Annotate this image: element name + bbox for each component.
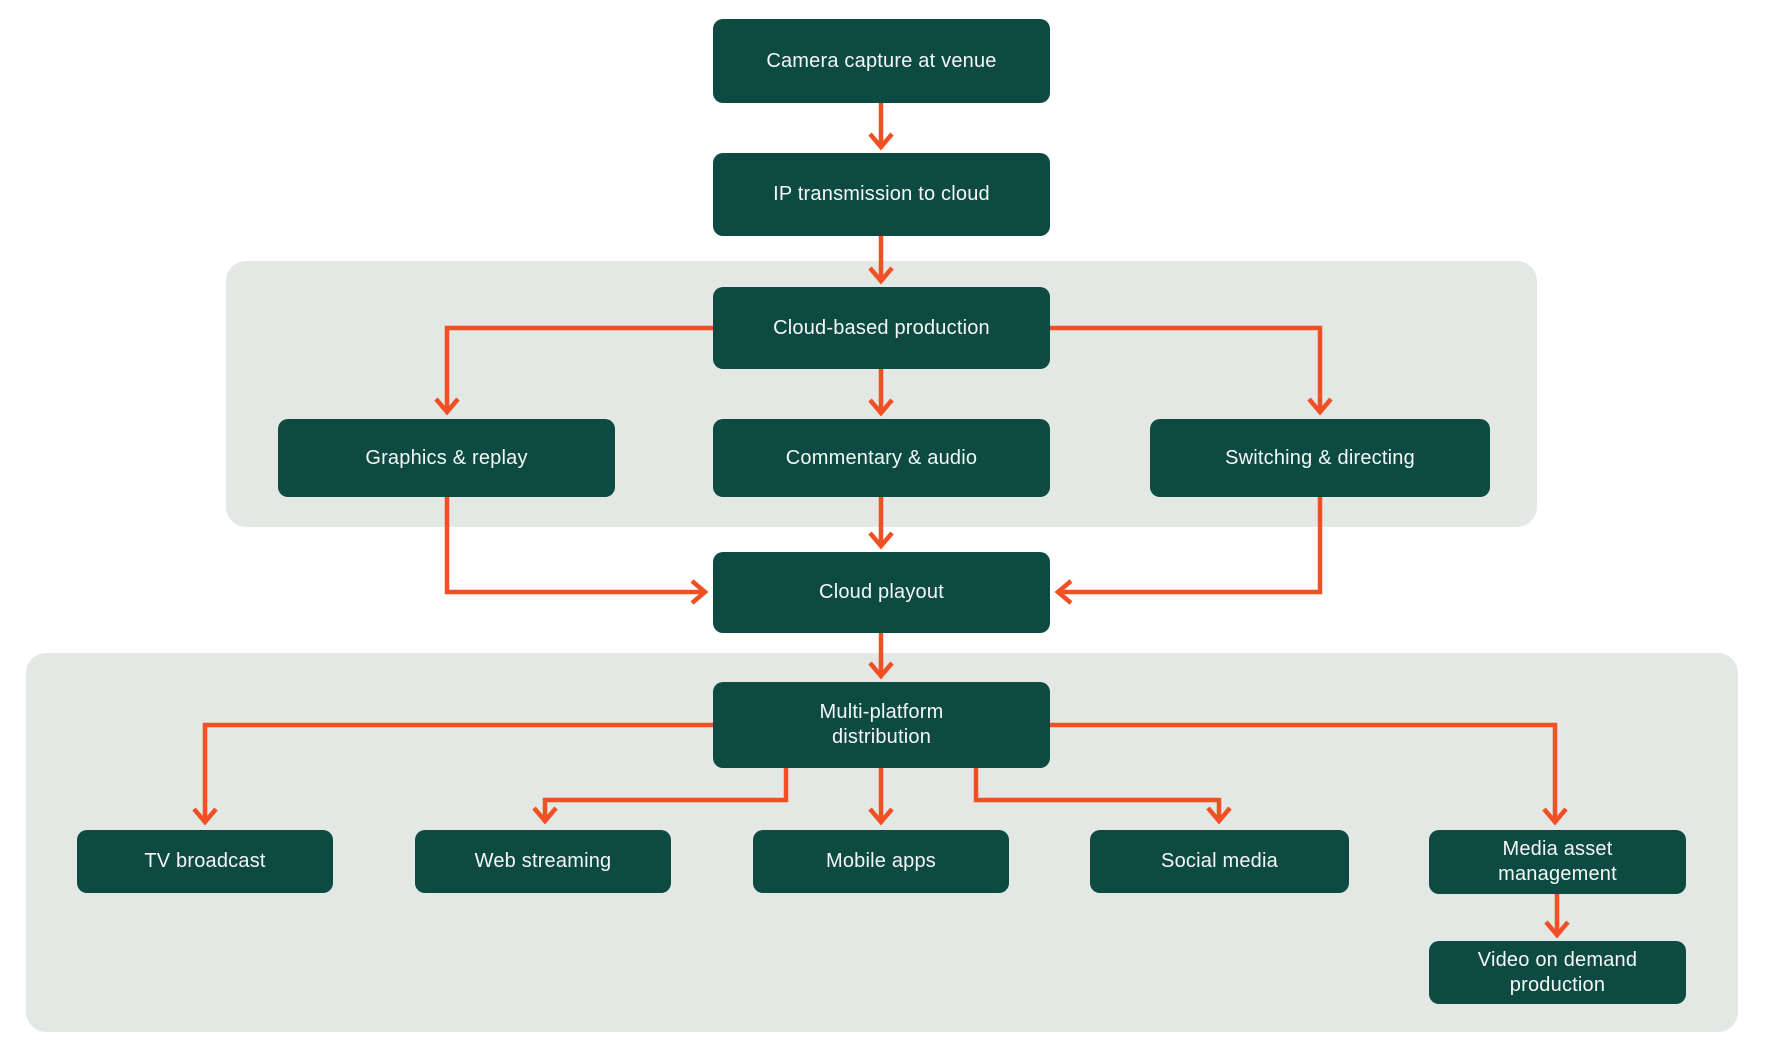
edge-multi-to-social xyxy=(973,766,1232,825)
node-video-on-demand-label: Video on demand production xyxy=(1477,948,1638,996)
node-web-streaming-label: Web streaming xyxy=(474,850,612,872)
node-graphics-replay-label: Graphics & replay xyxy=(365,446,528,469)
edge-graphics-to-playout xyxy=(444,497,709,605)
node-cloud-production-label: Cloud-based production xyxy=(773,316,990,339)
node-commentary-audio: Commentary & audio xyxy=(713,419,1050,497)
node-web-streaming: Web streaming xyxy=(415,830,671,893)
node-camera-capture-label: Camera capture at venue xyxy=(766,49,997,72)
node-tv-broadcast: TV broadcast xyxy=(77,830,333,893)
node-social-media-label: Social media xyxy=(1161,850,1278,872)
edge-multi-to-mobile xyxy=(868,768,894,826)
node-switching-directing: Switching & directing xyxy=(1150,419,1490,497)
node-multi-platform-distribution-label: Multi-platform distribution xyxy=(819,701,944,748)
node-ip-transmission-label: IP transmission to cloud xyxy=(773,183,990,205)
edge-cloudprod-to-switching xyxy=(1050,325,1333,416)
node-mobile-apps-label: Mobile apps xyxy=(825,850,937,872)
node-tv-broadcast-label: TV broadcast xyxy=(144,850,266,872)
node-social-media: Social media xyxy=(1090,830,1349,893)
edge-media-to-vod xyxy=(1544,894,1570,939)
node-mobile-apps: Mobile apps xyxy=(753,830,1009,893)
node-ip-transmission: IP transmission to cloud xyxy=(713,153,1050,236)
node-cloud-production: Cloud-based production xyxy=(713,287,1050,369)
node-multi-platform-distribution: Multi-platform distribution xyxy=(713,682,1050,768)
node-camera-capture: Camera capture at venue xyxy=(713,19,1050,103)
node-graphics-replay: Graphics & replay xyxy=(278,419,615,497)
node-switching-directing-label: Switching & directing xyxy=(1225,446,1415,469)
node-commentary-audio-label: Commentary & audio xyxy=(785,446,978,469)
edge-multi-to-web xyxy=(532,766,789,825)
edge-commentary-to-playout xyxy=(868,497,894,550)
node-video-on-demand: Video on demand production xyxy=(1429,941,1686,1004)
node-media-asset-management-label: Media asset management xyxy=(1498,838,1617,885)
node-cloud-playout-label: Cloud playout xyxy=(819,581,944,603)
edge-camera-to-ip xyxy=(868,103,894,151)
edge-cloudprod-to-graphics xyxy=(434,325,713,416)
edge-multi-to-tv xyxy=(192,722,713,826)
edge-multi-to-media xyxy=(1050,722,1568,826)
edge-ip-to-cloudprod xyxy=(868,236,894,285)
node-media-asset-management: Media asset management xyxy=(1429,830,1686,894)
node-cloud-playout: Cloud playout xyxy=(713,552,1050,633)
edge-cloudprod-to-commentary xyxy=(868,369,894,417)
edge-playout-to-multi xyxy=(868,633,894,680)
edge-switching-to-playout xyxy=(1054,497,1323,605)
